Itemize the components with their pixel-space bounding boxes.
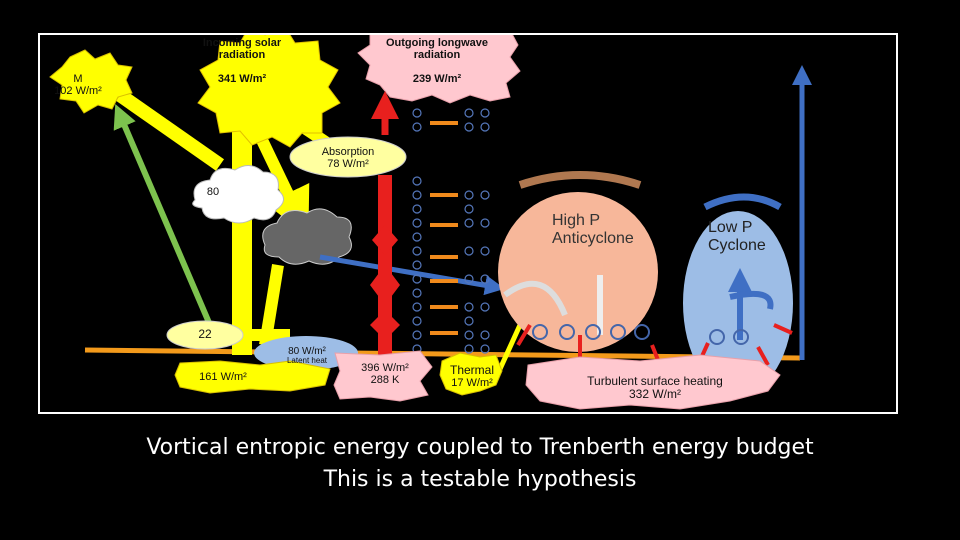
- white-cloud: [192, 165, 284, 224]
- cloud-beam-down: [259, 264, 284, 346]
- red-diamond-1: [372, 225, 398, 255]
- dark-cloud: [262, 208, 352, 265]
- orange-exchange-arrows: [430, 121, 458, 335]
- anticyclone-rotation: [518, 171, 642, 189]
- surface-swirls: [532, 324, 749, 345]
- vortex-column: [412, 108, 490, 354]
- red-diamond-2: [370, 265, 400, 305]
- surface-reflect-ellipse: [166, 320, 244, 350]
- outgoing-star: [357, 35, 521, 104]
- sun-shape: [197, 35, 341, 148]
- anticyclone-downflow: [503, 280, 568, 317]
- solar-to-reflect-arrow: [115, 89, 225, 171]
- reflected-star: [49, 49, 133, 114]
- anticyclone-sphere: [498, 192, 658, 352]
- surface-emission-star: [333, 350, 433, 402]
- solar-beam: [232, 105, 252, 355]
- surface-reflection-arrow: [113, 103, 213, 327]
- cyclone-rotation: [703, 193, 782, 211]
- absorption-ellipse: [289, 136, 407, 178]
- thermal-star: [439, 352, 503, 396]
- surface-absorbed-star: [174, 360, 331, 394]
- caption-line-1: Vortical entropic energy coupled to Tren…: [146, 435, 814, 460]
- cyclone-swirl: [729, 291, 774, 310]
- latent-heat-ellipse: [254, 336, 358, 370]
- caption-line-2: This is a testable hypothesis: [323, 467, 637, 492]
- energy-budget-diagram: [49, 35, 812, 410]
- turbulent-star: [525, 354, 781, 410]
- red-diamond-3: [370, 310, 400, 340]
